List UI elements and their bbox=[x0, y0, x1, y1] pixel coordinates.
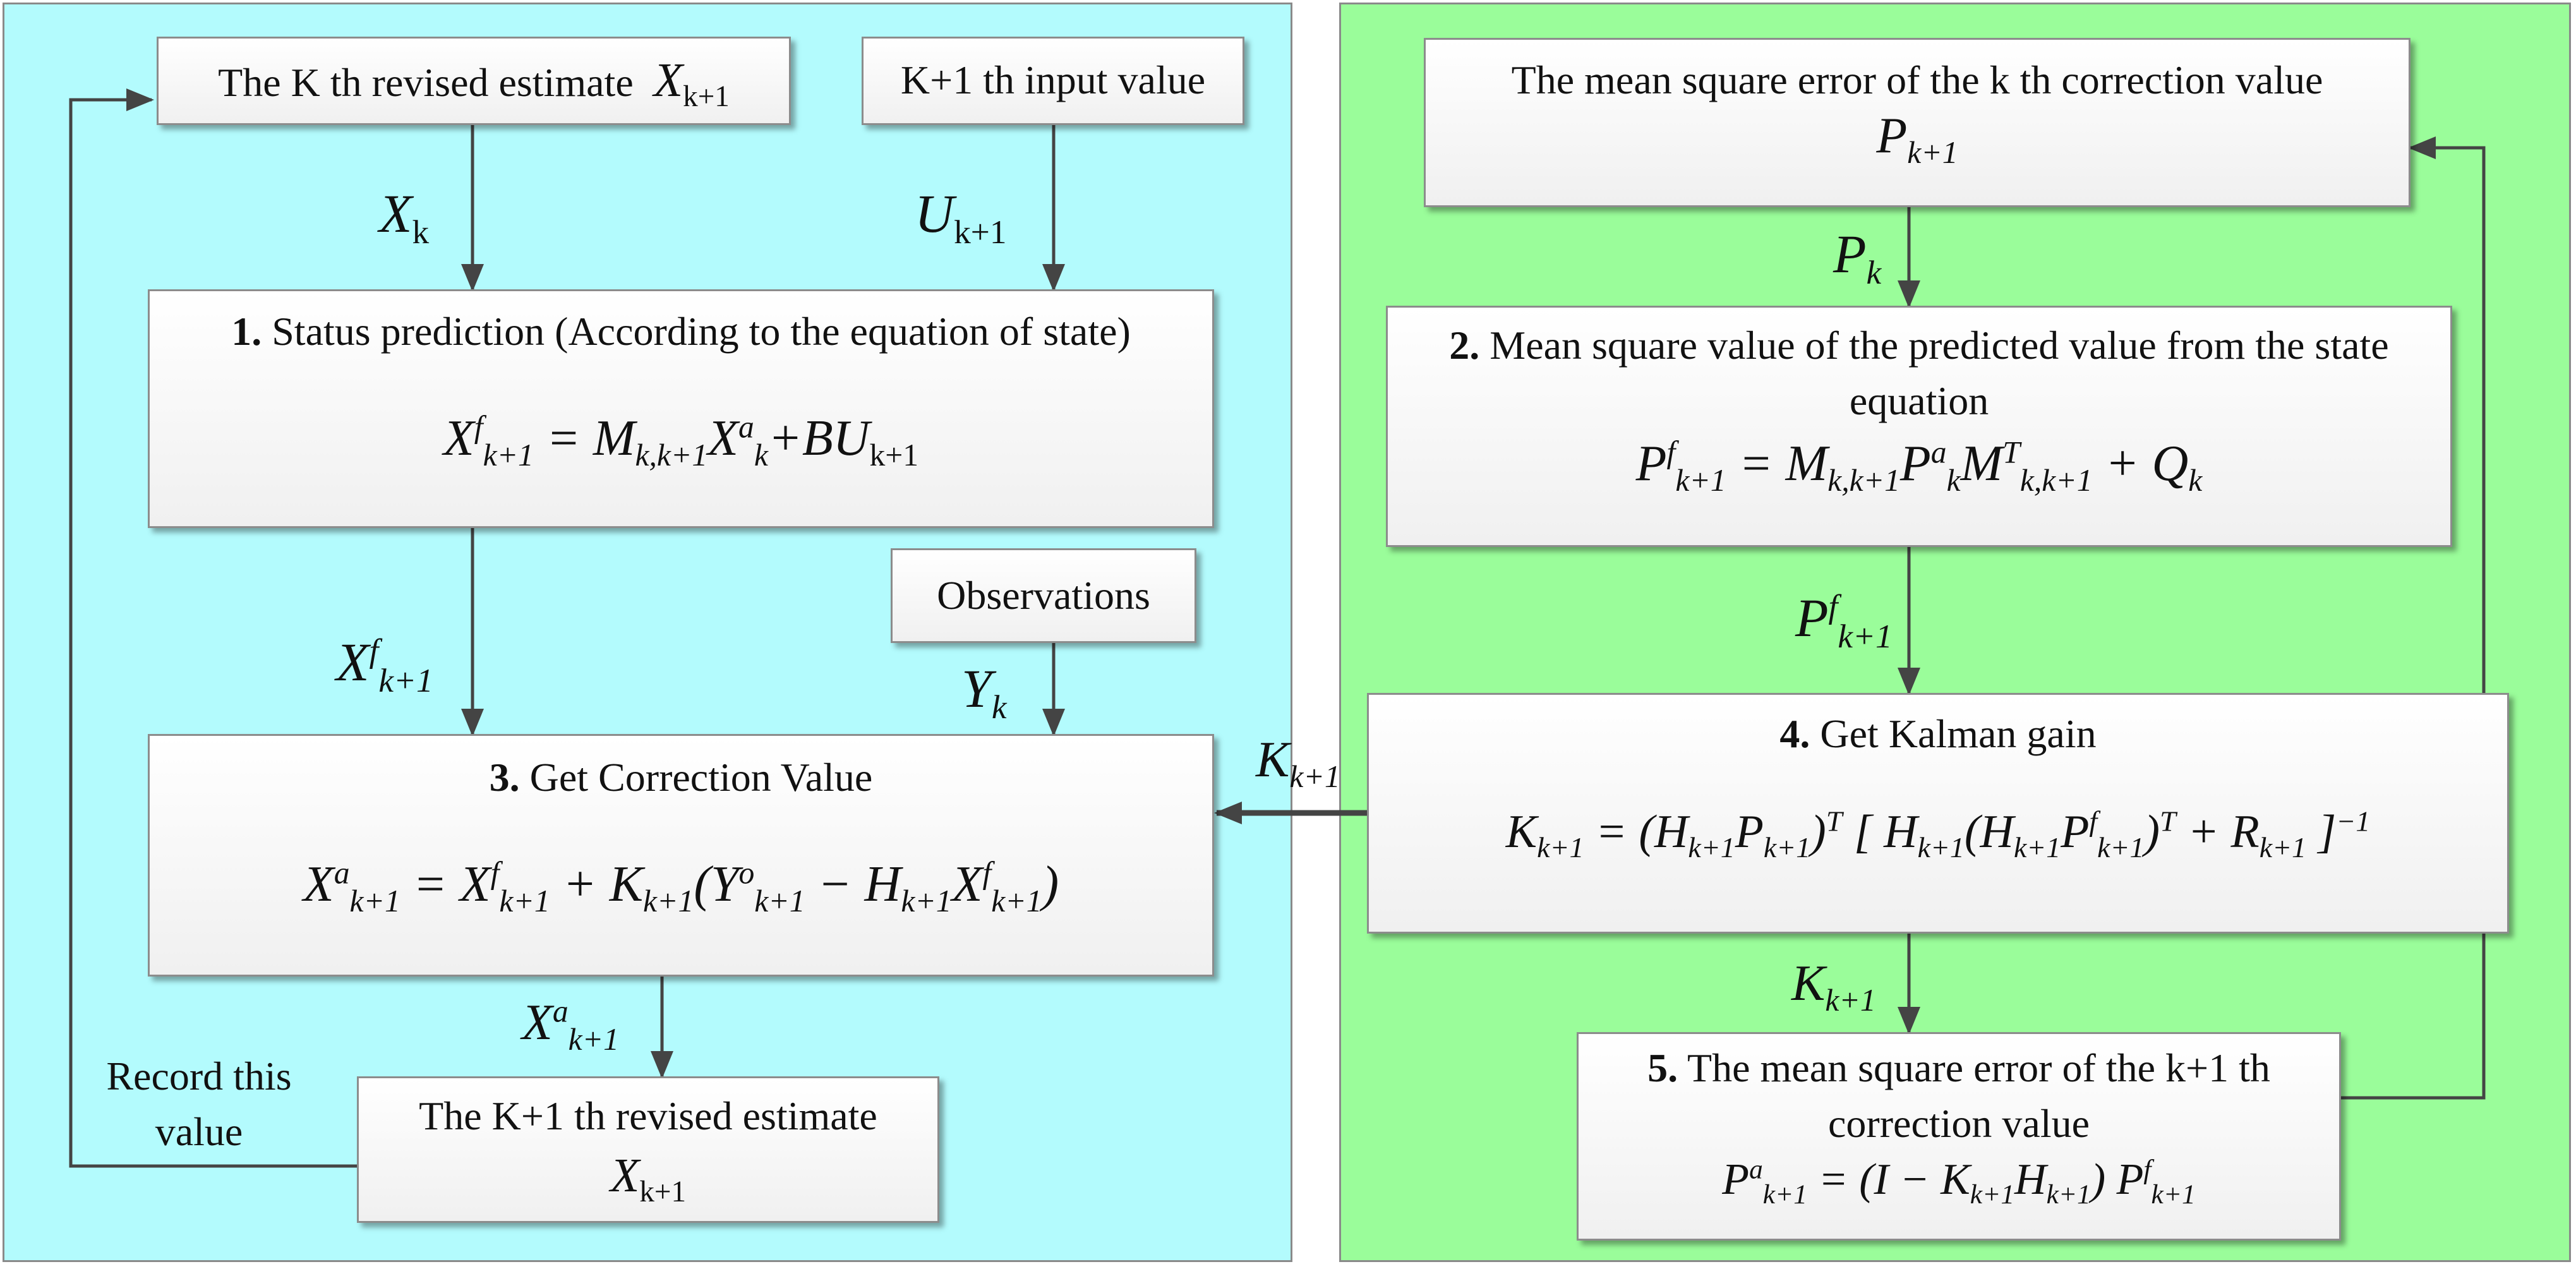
label-xk: Xk bbox=[379, 183, 430, 251]
kalman-gain-box: 4. Get Kalman gain Kk+1 = (Hk+1Pk+1)T [ … bbox=[1367, 693, 2509, 934]
step-5-number: 5. bbox=[1647, 1045, 1678, 1090]
step-2-number: 2. bbox=[1449, 323, 1480, 368]
k1-revised-label: The K+1 th revised estimate bbox=[419, 1093, 877, 1138]
mse-k1-box: 5. The mean square error of the k+1 th c… bbox=[1577, 1032, 2341, 1241]
label-uk1: Uk+1 bbox=[915, 183, 1007, 251]
label-pf: Pfk+1 bbox=[1795, 587, 1893, 656]
status-prediction-equation: Xfk+1 = Mk,k+1Xak+BUk+1 bbox=[443, 409, 919, 472]
label-xf: Xfk+1 bbox=[336, 631, 433, 700]
arrow-record-loop bbox=[69, 88, 357, 1168]
observations-label: Observations bbox=[937, 573, 1150, 618]
observations-box: Observations bbox=[891, 548, 1196, 643]
arrow-mse-loop bbox=[2341, 136, 2486, 1100]
correction-equation: Xak+1 = Xfk+1 + Kk+1(Yok+1 − Hk+1Xfk+1) bbox=[303, 855, 1059, 918]
label-kk1-lower: Kk+1 bbox=[1791, 956, 1876, 1018]
k-revised-label: The K th revised estimate bbox=[218, 60, 634, 105]
kalman-gain-equation: Kk+1 = (Hk+1Pk+1)T [ Hk+1(Hk+1Pfk+1)T + … bbox=[1505, 805, 2371, 863]
input-value-box: K+1 th input value bbox=[862, 37, 1244, 125]
mse-k1-title: The mean square error of the k+1 th corr… bbox=[1687, 1045, 2270, 1146]
correction-title: Get Correction Value bbox=[529, 755, 873, 800]
kalman-gain-title: Get Kalman gain bbox=[1820, 711, 2097, 756]
step-4-number: 4. bbox=[1779, 711, 1810, 756]
step-1-number: 1. bbox=[231, 309, 262, 354]
record-value-label: Record this value bbox=[106, 1054, 292, 1154]
input-value-label: K+1 th input value bbox=[900, 57, 1206, 102]
label-xa: Xak+1 bbox=[522, 994, 619, 1057]
label-yk: Yk bbox=[961, 658, 1007, 726]
status-prediction-title: Status prediction (According to the equa… bbox=[272, 309, 1131, 354]
predicted-msv-title: Mean square value of the predicted value… bbox=[1490, 323, 2389, 423]
mse-k-box: The mean square error of the k th correc… bbox=[1424, 38, 2410, 207]
predicted-msv-equation: Pfk+1 = Mk,k+1PakMTk,k+1 + Qk bbox=[1635, 435, 2203, 498]
label-pk: Pk bbox=[1833, 224, 1882, 292]
label-kk1-gain: Kk+1 bbox=[1256, 732, 1340, 794]
k1-revised-estimate-box: The K+1 th revised estimate Xk+1 bbox=[357, 1076, 939, 1223]
correction-value-box: 3. Get Correction Value Xak+1 = Xfk+1 + … bbox=[148, 734, 1214, 977]
mse-k-label: The mean square error of the k th correc… bbox=[1511, 57, 2323, 102]
status-prediction-box: 1. Status prediction (According to the e… bbox=[148, 289, 1214, 528]
mse-k1-equation: Pak+1 = (I − Kk+1Hk+1) Pfk+1 bbox=[1722, 1154, 2196, 1210]
step-3-number: 3. bbox=[489, 755, 520, 800]
k-revised-estimate-box: The K th revised estimate Xk+1 bbox=[157, 37, 791, 125]
predicted-msv-box: 2. Mean square value of the predicted va… bbox=[1386, 306, 2452, 547]
